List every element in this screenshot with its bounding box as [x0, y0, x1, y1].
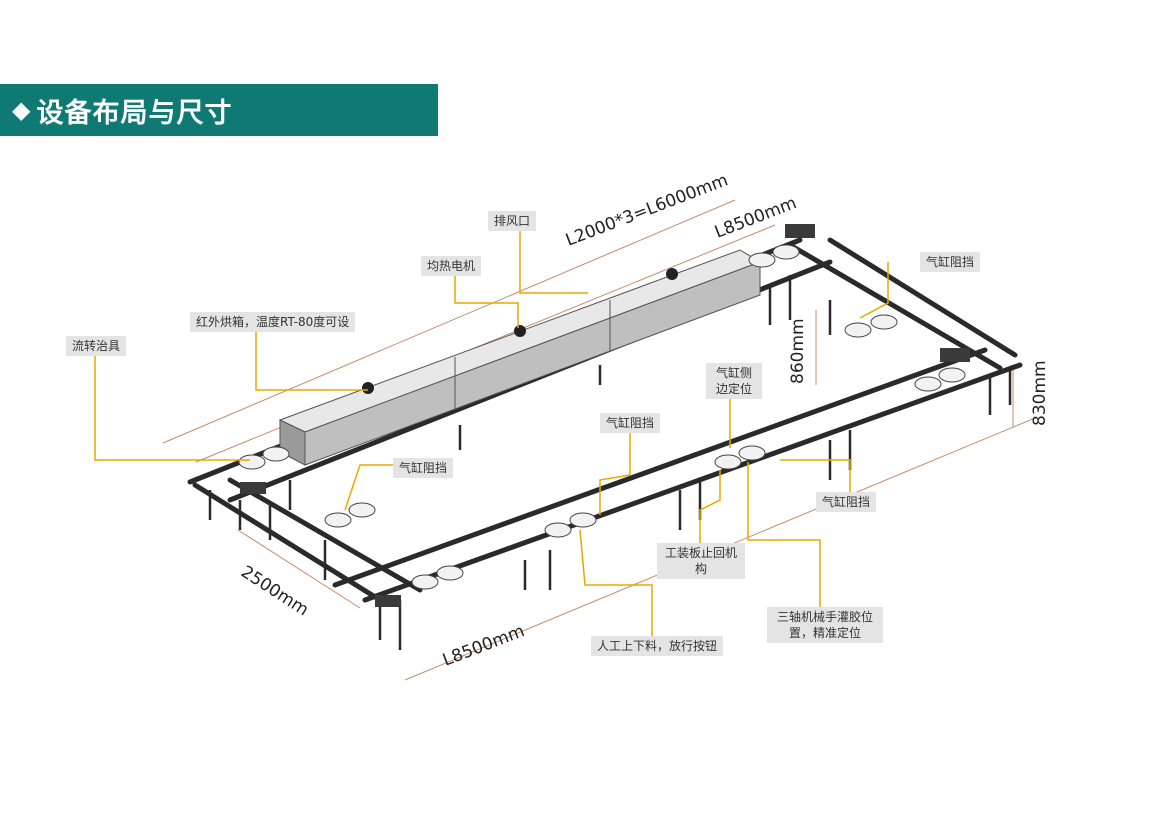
- motor-icon: [785, 224, 815, 238]
- dim-label-height-830: 830mm: [1030, 360, 1050, 426]
- rail-left-end: [192, 482, 383, 603]
- callout-fixture: 流转治具: [66, 336, 127, 356]
- callout-leaders: [94, 228, 889, 640]
- callout-cyl-stop-right: 气缸阻挡: [816, 492, 877, 512]
- fixture-plates: [238, 244, 966, 590]
- dim-label-height-860: 860mm: [788, 318, 808, 384]
- callout-cyl-stop-center: 气缸阻挡: [600, 413, 661, 433]
- callout-cyl-side-locate: 气缸侧边定位: [706, 363, 762, 399]
- drive-motors: [240, 224, 970, 607]
- callout-return-stop: 工装板止回机构: [657, 543, 745, 579]
- motor-icon: [375, 595, 401, 607]
- rail-right-end: [787, 242, 1003, 371]
- support-legs: [208, 275, 1012, 650]
- fan-icon: [514, 325, 526, 337]
- rail-right-end-inner: [827, 237, 1018, 358]
- motor-icon: [240, 482, 266, 494]
- callout-manual-load: 人工上下料，放行按钮: [591, 636, 723, 656]
- fan-icon: [362, 382, 374, 394]
- callout-exhaust: 排风口: [488, 211, 537, 231]
- diamond-bullet-icon: ◆: [12, 96, 31, 124]
- dim-line-oven: [162, 199, 736, 444]
- callout-cyl-stop-top-right: 气缸阻挡: [920, 252, 981, 272]
- rail-left-end-inner: [227, 477, 423, 593]
- callout-ir-oven: 红外烘箱，温度RT-80度可设: [190, 312, 356, 332]
- callout-robot-glue: 三轴机械手灌胶位置，精准定位: [767, 607, 883, 643]
- fan-icon: [666, 268, 678, 280]
- callout-heater-motor: 均热电机: [421, 256, 482, 276]
- callout-cyl-stop-left: 气缸阻挡: [393, 458, 454, 478]
- rail-bottom-outer: [362, 362, 1023, 603]
- rail-bottom-inner: [332, 347, 988, 588]
- dim-line-width: [237, 529, 361, 609]
- section-header: ◆ 设备布局与尺寸: [0, 84, 438, 136]
- motor-icon: [940, 348, 970, 362]
- section-title: 设备布局与尺寸: [36, 97, 233, 129]
